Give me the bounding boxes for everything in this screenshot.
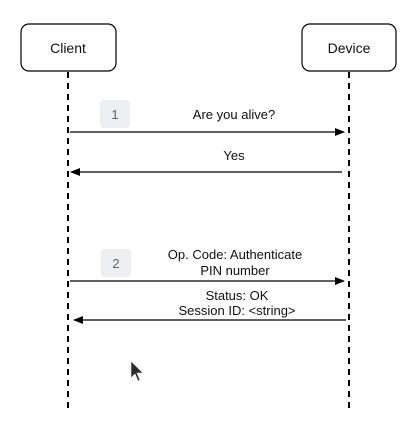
step-badge-2: 2 (101, 249, 131, 277)
participant-device: Device (301, 23, 397, 72)
step-badge-2-number: 2 (112, 256, 119, 271)
message-authenticate: Op. Code: Authenticate PIN number (70, 247, 345, 285)
message-status-ok: Status: OK Session ID: <string> (73, 288, 346, 324)
message-4-label-line-2: Session ID: <string> (178, 303, 295, 318)
message-2-label: Yes (223, 148, 245, 163)
participant-device-label: Device (328, 40, 371, 56)
step-badge-1: 1 (100, 100, 130, 128)
message-4-label-line-1: Status: OK (206, 288, 269, 303)
message-yes: Yes (70, 148, 342, 176)
message-3-label-line-1: Op. Code: Authenticate (168, 247, 302, 262)
message-3-label-line-2: PIN number (200, 263, 270, 278)
mouse-pointer-icon (130, 360, 144, 382)
participant-client: Client (20, 23, 117, 72)
message-are-you-alive: Are you alive? (70, 107, 345, 136)
message-1-label: Are you alive? (193, 107, 275, 122)
participant-client-label: Client (50, 40, 86, 56)
step-badge-1-number: 1 (111, 107, 118, 122)
